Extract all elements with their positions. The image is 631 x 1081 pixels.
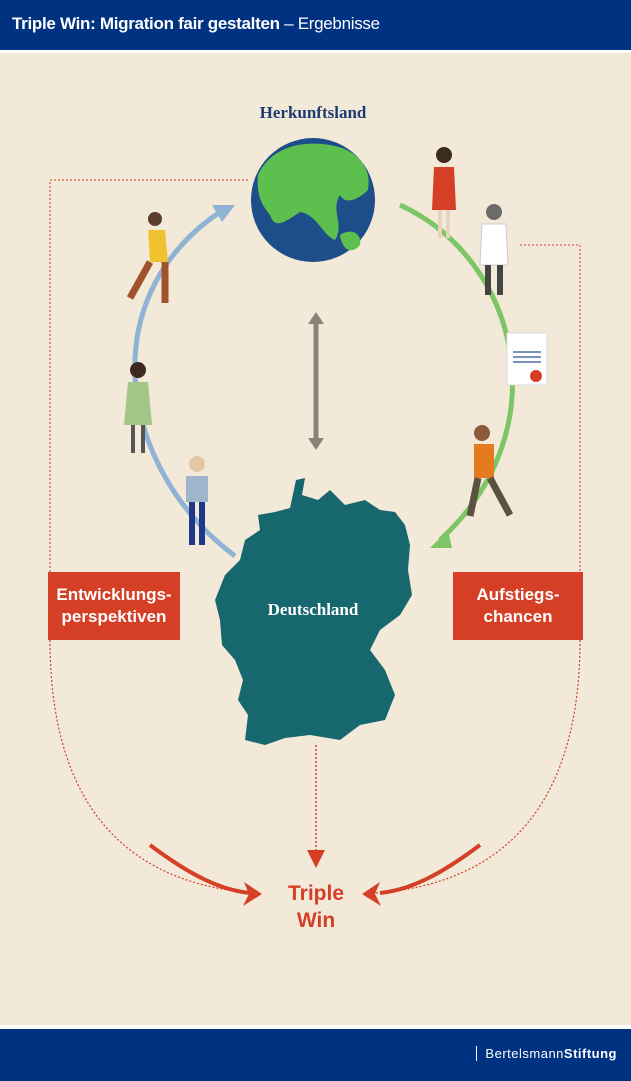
right-arrowhead-icon [362,882,381,906]
left-curve-arrow [49,639,256,894]
certificate-icon [506,332,548,386]
origin-country-label: Herkunftsland [260,103,367,122]
left-dotted-connector [49,179,248,575]
person-running-orange-icon [466,425,514,517]
footer-bar: BertelsmannStiftung [0,1029,631,1081]
germany-map [215,478,412,745]
bertelsmann-logo: BertelsmannStiftung [476,1046,617,1061]
left-arrowhead-icon [243,882,262,906]
career-opportunities-box: Aufstiegs-chancen [453,572,583,640]
exchange-double-arrow [308,312,324,450]
person-green-dress-icon [124,362,152,453]
germany-label: Deutschland [268,600,359,619]
globe-icon [251,138,375,262]
page-title: Triple Win: Migration fair gestalten – E… [12,14,380,33]
development-prospects-box: Entwicklungs-perspektiven [48,572,180,640]
right-dotted-connector [520,244,581,575]
person-doctor-icon [479,204,509,295]
header-bar: Triple Win: Migration fair gestalten – E… [0,0,631,50]
right-curve-arrow [374,639,581,894]
person-red-dress-icon [432,147,456,238]
person-glasses-icon [186,456,208,545]
person-running-yellow-icon [126,212,169,303]
